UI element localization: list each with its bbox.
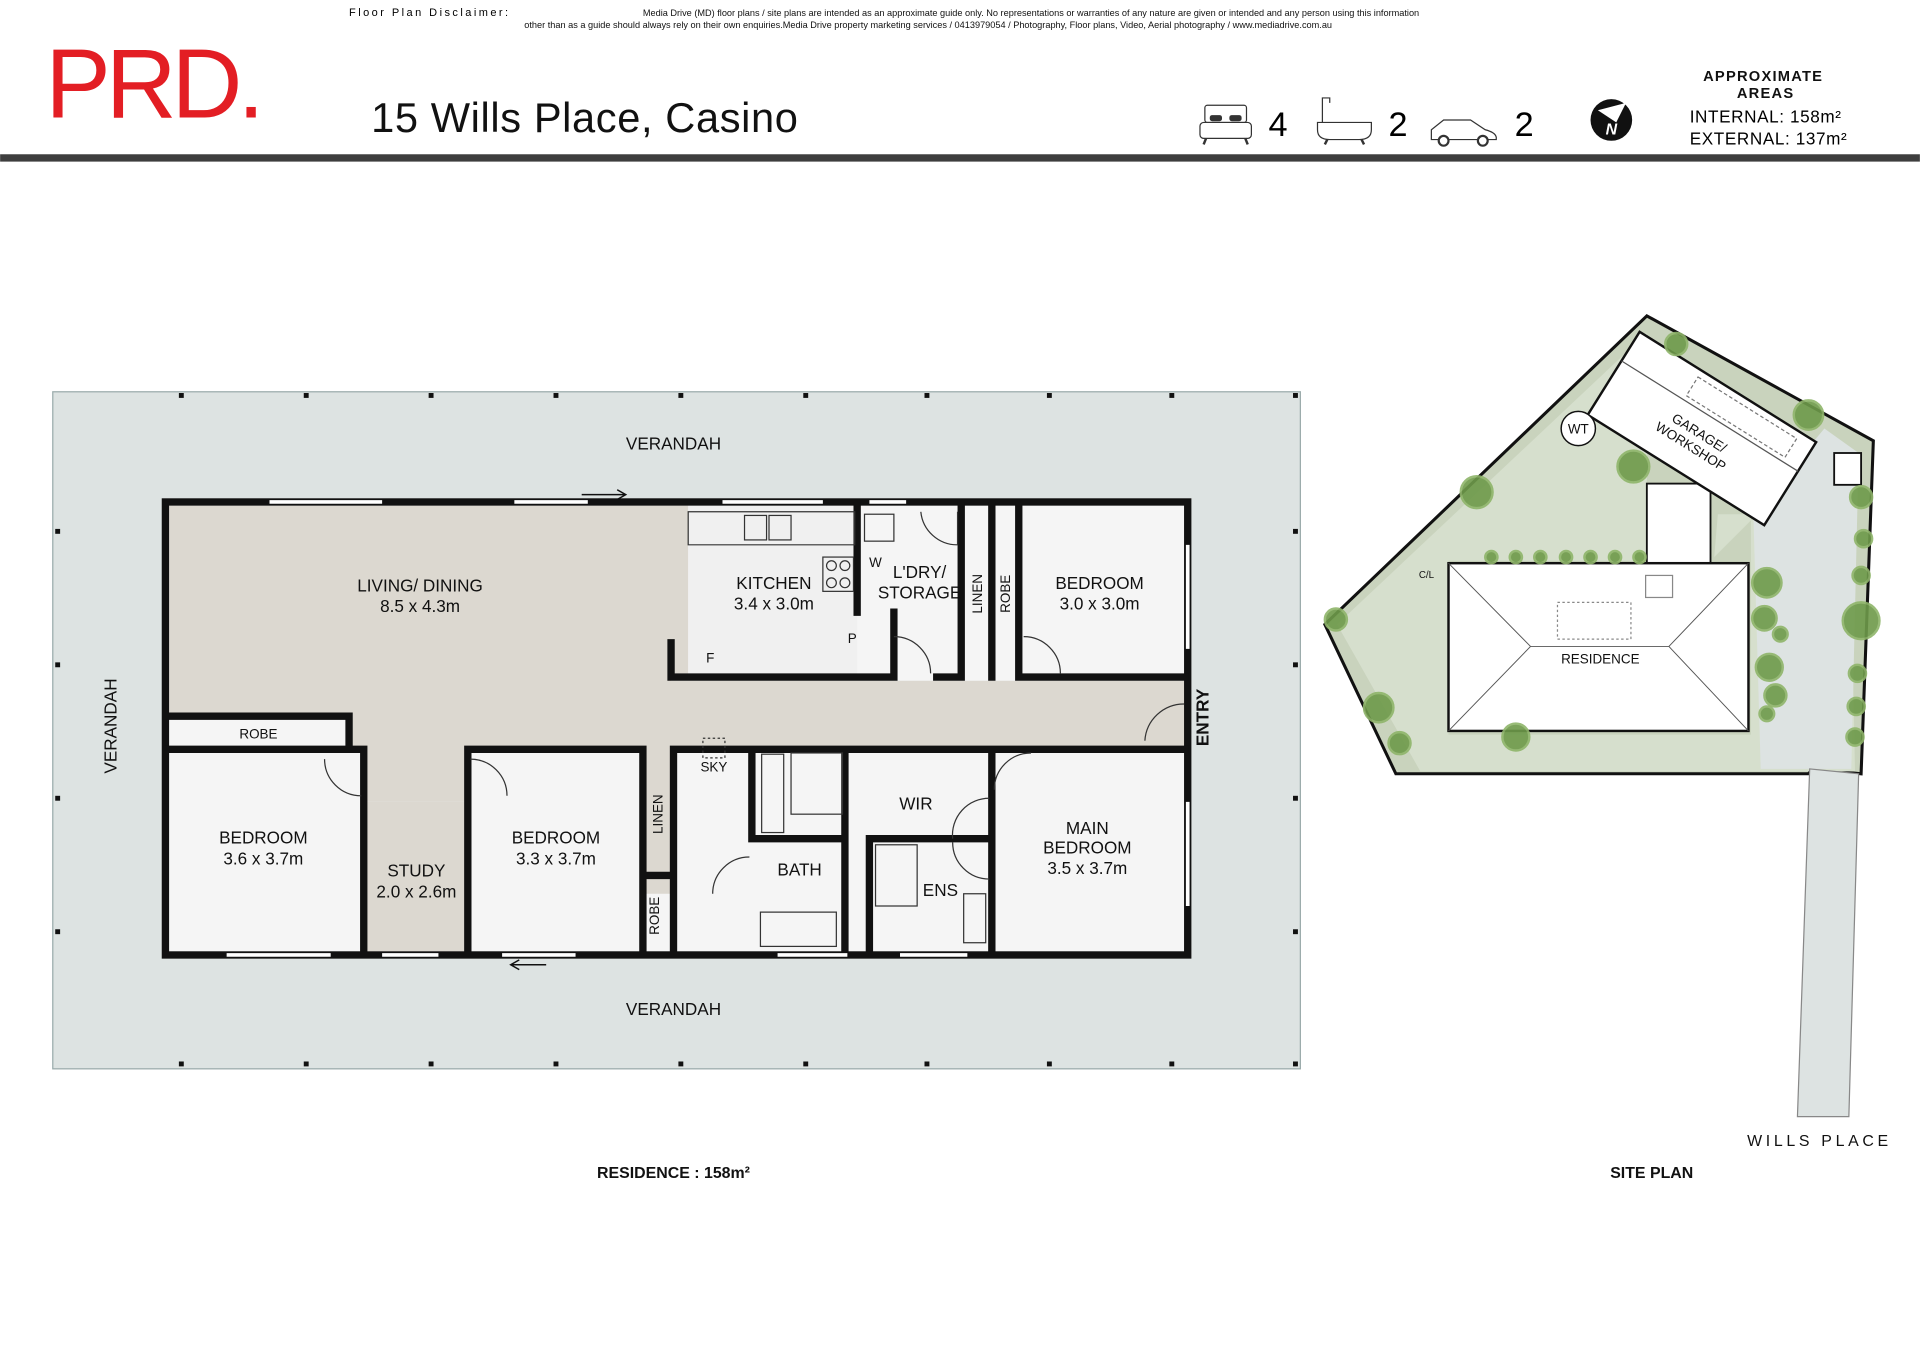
kitchen-size: 3.4 x 3.0m — [734, 594, 814, 614]
linen-mid-label: LINEN — [650, 794, 665, 834]
driveway — [1796, 768, 1860, 1118]
bedroom-mid-label: BEDROOM — [512, 828, 600, 848]
internal-area: INTERNAL: 158m² — [1690, 106, 1842, 126]
skylight-label: SKY — [700, 759, 727, 774]
floor-plan: VERANDAH VERANDAH VERANDAH ENTRY LIVING/… — [52, 391, 1301, 1182]
slide-arrow-icon — [509, 959, 547, 971]
water-tank — [1560, 410, 1597, 447]
robe-mid-label: ROBE — [647, 897, 662, 935]
bedroom-west-size: 3.6 x 3.7m — [223, 848, 303, 868]
north-compass-icon: N — [1590, 99, 1633, 141]
verandah-bottom-label: VERANDAH — [626, 999, 721, 1019]
fridge-label: F — [706, 650, 714, 665]
residence-roof — [1447, 561, 1750, 733]
entry-label: ENTRY — [1193, 688, 1213, 746]
living-dining-size: 8.5 x 4.3m — [380, 596, 460, 616]
kitchen-label: KITCHEN — [736, 573, 811, 593]
bedroom-ne-size: 3.0 x 3.0m — [1060, 594, 1140, 614]
bedroom-west-label: BEDROOM — [219, 828, 308, 848]
water-tank-label: WT — [1568, 421, 1589, 436]
robe-left-label: ROBE — [239, 726, 277, 741]
pantry-label: P — [848, 631, 857, 646]
laundry-label: L'DRY/ — [893, 562, 947, 582]
site-plan: GARAGE/ WORKSHOP WT RESIDENCE C/L WILLS … — [1322, 313, 1892, 1182]
disclaimer-title: Floor Plan Disclaimer: — [349, 7, 510, 19]
tree-icon — [1323, 331, 1881, 756]
disclaimer-line-2: other than as a guide should always rely… — [524, 20, 1332, 30]
verandah-left-label: VERANDAH — [100, 678, 120, 773]
bedroom-mid-size: 3.3 x 3.7m — [516, 848, 596, 868]
areas-title-1: APPROXIMATE — [1703, 69, 1823, 85]
main-bedroom-label-2: BEDROOM — [1043, 837, 1132, 857]
disclaimer-line-1: Media Drive (MD) floor plans / site plan… — [643, 8, 1419, 18]
bath-label: BATH — [777, 859, 821, 879]
living-dining-label: LIVING/ DINING — [357, 575, 483, 595]
verandah-top-label: VERANDAH — [626, 433, 721, 453]
site-plan-caption: SITE PLAN — [1610, 1165, 1693, 1182]
wir-label: WIR — [899, 793, 932, 813]
living-area-floor — [169, 505, 1186, 894]
areas-title-2: AREAS — [1737, 86, 1795, 102]
storage-label: STORAGE — [878, 583, 961, 603]
linen-top-label: LINEN — [970, 574, 985, 614]
compass-label: N — [1606, 122, 1618, 139]
ensuite-label: ENS — [923, 880, 958, 900]
main-bedroom-label-1: MAIN — [1066, 818, 1109, 838]
bath-icon — [1316, 97, 1372, 146]
property-address: 15 Wills Place, Casino — [371, 94, 798, 141]
residence-site-label: RESIDENCE — [1561, 652, 1640, 667]
residence-caption: RESIDENCE : 158m² — [597, 1165, 750, 1182]
bedroom-ne-label: BEDROOM — [1055, 573, 1144, 593]
main-bedroom-size: 3.5 x 3.7m — [1047, 858, 1127, 878]
header: Floor Plan Disclaimer: Media Drive (MD) … — [0, 7, 1920, 162]
header-divider — [0, 154, 1920, 162]
study-size: 2.0 x 2.6m — [376, 881, 456, 901]
slide-arrow-icon — [581, 489, 628, 501]
washer-label: W — [869, 555, 882, 570]
car-icon — [1430, 119, 1497, 147]
garage-workshop: GARAGE/ WORKSHOP — [1586, 330, 1818, 527]
external-area: EXTERNAL: 137m² — [1690, 128, 1848, 148]
clothesline-label: C/L — [1419, 570, 1435, 581]
bath-count: 2 — [1389, 106, 1408, 144]
prd-logo: PRD. — [45, 29, 259, 139]
street-label: WILLS PLACE — [1747, 1133, 1892, 1150]
bed-count: 4 — [1269, 106, 1288, 144]
bed-icon — [1199, 104, 1253, 145]
robe-top-label: ROBE — [998, 575, 1013, 613]
car-count: 2 — [1515, 106, 1534, 144]
study-label: STUDY — [387, 861, 446, 881]
